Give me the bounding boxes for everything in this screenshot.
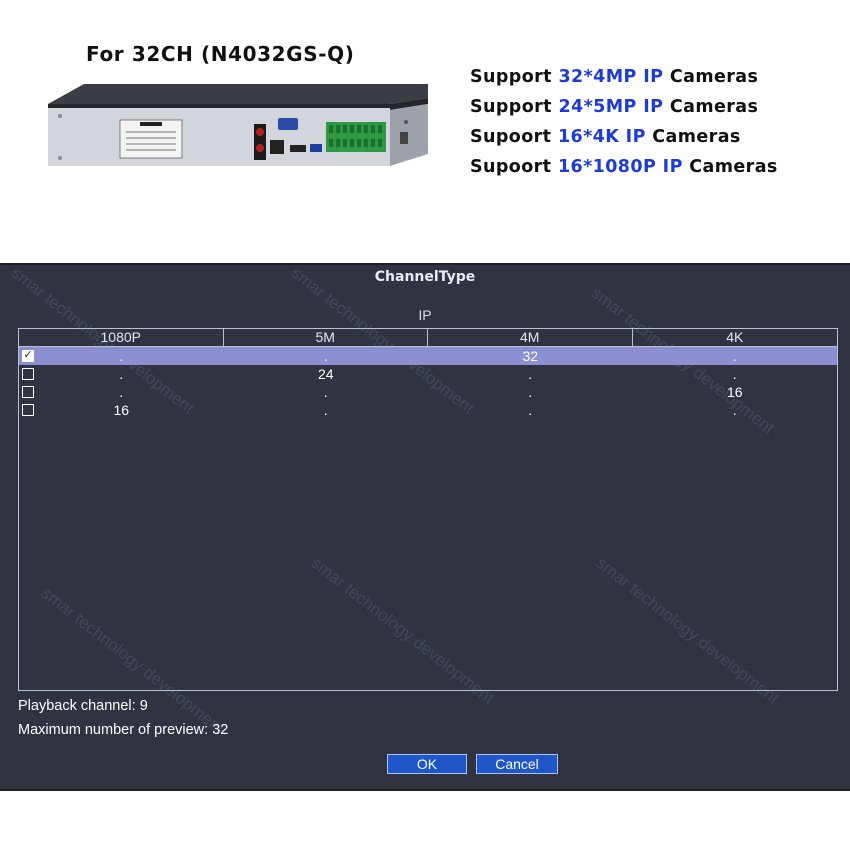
table-cell: .: [323, 384, 328, 400]
spec-list: Support 32*4MP IP Cameras Support 24*5MP…: [470, 62, 778, 182]
column-header-1080p: 1080P: [19, 329, 224, 346]
model-title: For 32CH (N4032GS-Q): [86, 42, 355, 66]
table-cell: 16: [113, 402, 130, 418]
table-cell: .: [732, 402, 737, 418]
table-cell: .: [528, 402, 533, 418]
spec-line-1080p: Supoort 16*1080P IP Cameras: [470, 157, 778, 177]
table-cell: .: [119, 384, 124, 400]
channel-type-table: 1080P 5M 4M 4K ✓ . . 32 . . 24 . . . . .…: [18, 328, 838, 691]
table-header: 1080P 5M 4M 4K: [19, 329, 837, 347]
table-cell: .: [732, 366, 737, 382]
spec-line-4k: Supoort 16*4K IP Cameras: [470, 127, 741, 147]
table-cell: 24: [317, 366, 334, 382]
table-row[interactable]: 16 . . .: [19, 401, 837, 419]
checkbox-unchecked-icon[interactable]: [22, 386, 34, 398]
table-cell: 16: [726, 384, 743, 400]
channel-type-dialog: smar technology development smar technol…: [0, 263, 850, 791]
group-label-ip: IP: [418, 307, 432, 323]
spec-line-4mp: Support 32*4MP IP Cameras: [470, 67, 759, 87]
playback-channel-info: Playback channel: 9: [18, 698, 148, 714]
table-row[interactable]: ✓ . . 32 .: [19, 347, 837, 365]
max-preview-info: Maximum number of preview: 32: [18, 722, 229, 738]
table-cell: .: [528, 384, 533, 400]
checkbox-checked-icon[interactable]: ✓: [22, 349, 34, 362]
table-cell: .: [528, 366, 533, 382]
table-cell: .: [732, 348, 737, 364]
table-row[interactable]: . . . 16: [19, 383, 837, 401]
column-header-5m: 5M: [224, 329, 428, 346]
nvr-device-image: [48, 84, 428, 166]
table-cell: .: [323, 348, 328, 364]
table-row[interactable]: . 24 . .: [19, 365, 837, 383]
spec-line-5mp: Support 24*5MP IP Cameras: [470, 97, 759, 117]
column-header-4k: 4K: [726, 329, 744, 345]
checkbox-unchecked-icon[interactable]: [22, 404, 34, 416]
table-cell: 32: [522, 348, 539, 364]
dialog-title: ChannelType: [374, 269, 476, 285]
cancel-button[interactable]: Cancel: [476, 754, 558, 774]
table-cell: .: [119, 366, 124, 382]
table-cell: .: [323, 402, 328, 418]
checkbox-unchecked-icon[interactable]: [22, 368, 34, 380]
column-header-4m: 4M: [428, 329, 633, 346]
table-cell: .: [119, 348, 124, 364]
ok-button[interactable]: OK: [387, 754, 467, 774]
